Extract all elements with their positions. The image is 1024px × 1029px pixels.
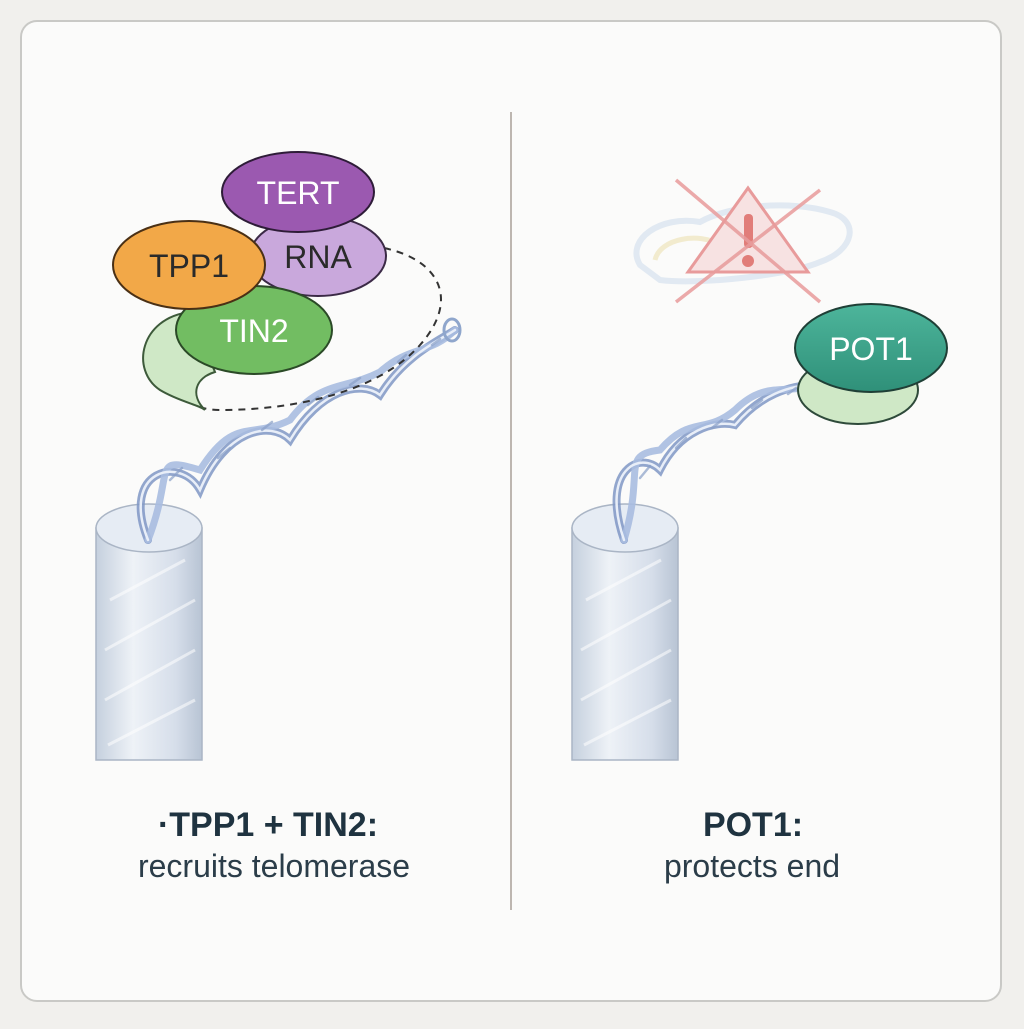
left-panel: RNA TERT TIN2 TPP1 ·TPP1 + TIN2: recruit… [95, 151, 462, 884]
tin2-label: TIN2 [219, 313, 288, 349]
right-chromosome-cylinder [571, 503, 679, 761]
right-caption-sub: protects end [664, 848, 840, 884]
protein-rna: RNA [249, 215, 387, 297]
protein-tert: TERT [221, 151, 375, 233]
protein-tpp1: TPP1 [112, 220, 266, 310]
right-panel: POT1 POT1: protects end [571, 178, 948, 884]
right-dna-helix [612, 381, 819, 544]
rna-label: RNA [284, 239, 352, 275]
left-caption-sub: recruits telomerase [138, 848, 410, 884]
protein-pot1: POT1 [794, 303, 948, 425]
right-caption-title: POT1: [703, 806, 803, 844]
left-dna-helix [136, 317, 462, 544]
left-caption-title: ·TPP1 + TIN2: [158, 806, 378, 844]
tpp1-label: TPP1 [149, 248, 229, 284]
warning-triangle-crossed-icon [633, 178, 853, 304]
pot1-shape [794, 303, 948, 393]
pot1-label: POT1 [829, 331, 913, 367]
protein-tin2: TIN2 [175, 285, 333, 375]
tpp1-shape [112, 220, 266, 310]
tert-shape [221, 151, 375, 233]
tert-label: TERT [257, 175, 340, 211]
